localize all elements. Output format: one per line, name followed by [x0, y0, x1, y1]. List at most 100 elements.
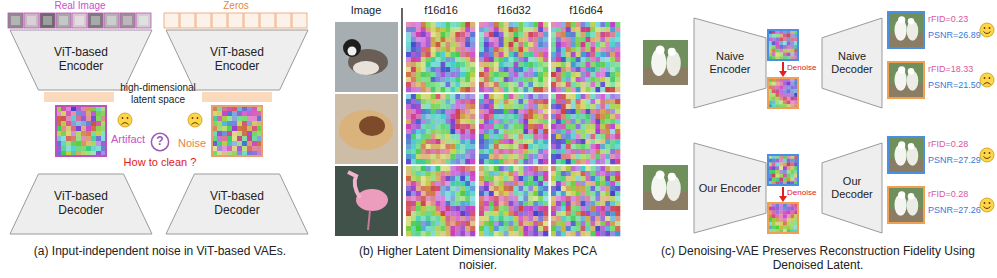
- latent-pixel: [590, 176, 595, 181]
- latent-pixel: [600, 32, 605, 37]
- latent-pixel: [445, 206, 450, 211]
- latent-pixel: [445, 129, 450, 134]
- latent-pixel: [615, 94, 620, 99]
- latent-pixel: [528, 87, 533, 92]
- latent-pixel: [566, 22, 571, 27]
- latent-pixel: [551, 94, 556, 99]
- latent-pixel: [571, 171, 576, 176]
- latent-pixel: [450, 149, 455, 154]
- latent-pixel: [509, 22, 514, 27]
- latent-pixel: [81, 141, 86, 146]
- latent-pixel: [595, 124, 600, 129]
- latent-pixel: [499, 144, 504, 149]
- latent-pixel: [538, 144, 543, 149]
- latent-pixel: [571, 191, 576, 196]
- latent-pixel: [504, 221, 509, 226]
- latent-pixel: [586, 186, 591, 191]
- latent-pixel: [421, 32, 426, 37]
- latent-pixel: [615, 124, 620, 129]
- latent-pixel: [431, 67, 436, 72]
- latent-pixel: [556, 47, 561, 52]
- latent-pixel: [499, 226, 504, 231]
- latent-pixel: [528, 57, 533, 62]
- latent-pixel: [605, 129, 610, 134]
- latent-pixel: [615, 47, 620, 52]
- latent-pixel: [509, 211, 514, 216]
- latent-pixel: [551, 114, 556, 119]
- latent-pixel: [514, 124, 519, 129]
- latent-pixel: [450, 154, 455, 159]
- latent-pixel: [460, 37, 465, 42]
- latent-pixel: [455, 149, 460, 154]
- latent-pixel: [528, 139, 533, 144]
- latent-pixel: [416, 129, 421, 134]
- latent-pixel: [416, 104, 421, 109]
- latent-pixel: [551, 196, 556, 201]
- latent-pixel: [479, 134, 484, 139]
- latent-pixel: [465, 52, 470, 57]
- latent-pixel: [605, 77, 610, 82]
- latent-pixel: [499, 166, 504, 171]
- latent-pixel: [494, 186, 499, 191]
- latent-pixel: [494, 94, 499, 99]
- latent-pixel: [551, 159, 556, 164]
- latent-pixel: [523, 139, 528, 144]
- latent-pixel: [605, 67, 610, 72]
- latent-pixel: [533, 114, 538, 119]
- latent-pixel: [610, 22, 615, 27]
- latent-pixel: [411, 171, 416, 176]
- latent-pixel: [421, 42, 426, 47]
- latent-pixel: [406, 154, 411, 159]
- latent-pixel: [590, 139, 595, 144]
- latent-pixel: [518, 42, 523, 47]
- latent-pixel: [426, 99, 431, 104]
- latent-pixel: [600, 149, 605, 154]
- latent-pixel: [514, 171, 519, 176]
- latent-pixel: [421, 211, 426, 216]
- latent-pixel: [436, 99, 441, 104]
- image-patch: [88, 13, 103, 28]
- latent-pixel: [421, 109, 426, 114]
- latent-pixel: [465, 206, 470, 211]
- latent-pixel: [242, 116, 247, 121]
- latent-pixel: [533, 109, 538, 114]
- latent-pixel: [509, 139, 514, 144]
- latent-pixel: [489, 191, 494, 196]
- latent-pixel: [479, 62, 484, 67]
- latent-pixel: [450, 216, 455, 221]
- latent-pixel: [576, 87, 581, 92]
- latent-pixel: [556, 211, 561, 216]
- latent-pixel: [445, 42, 450, 47]
- latent-pixel: [590, 62, 595, 67]
- latent-pixel: [499, 221, 504, 226]
- latent-pixel: [499, 206, 504, 211]
- latent-pixel: [484, 181, 489, 186]
- latent-pixel: [518, 99, 523, 104]
- latent-pixel: [416, 62, 421, 67]
- latent-pixel: [556, 94, 561, 99]
- latent-pixel: [538, 119, 543, 124]
- latent-pixel: [590, 109, 595, 114]
- latent-pixel: [431, 216, 436, 221]
- latent-pixel: [411, 216, 416, 221]
- latent-pixel: [499, 129, 504, 134]
- latent-pixel: [465, 77, 470, 82]
- latent-pixel: [441, 82, 446, 87]
- latent-pixel: [411, 87, 416, 92]
- latent-pixel: [600, 62, 605, 67]
- latent-pixel: [426, 87, 431, 92]
- latent-pixel: [450, 67, 455, 72]
- latent-pixel: [421, 77, 426, 82]
- latent-pixel: [551, 47, 556, 52]
- latent-pixel: [426, 62, 431, 67]
- latent-pixel: [561, 47, 566, 52]
- latent-pixel: [421, 196, 426, 201]
- latent-pixel: [406, 166, 411, 171]
- latent-pixel: [523, 221, 528, 226]
- latent-pixel: [556, 171, 561, 176]
- latent-pixel: [576, 139, 581, 144]
- latent-pixel: [571, 27, 576, 32]
- latent-pixel: [518, 47, 523, 52]
- latent-pixel: [543, 114, 548, 119]
- latent-pixel: [66, 121, 71, 126]
